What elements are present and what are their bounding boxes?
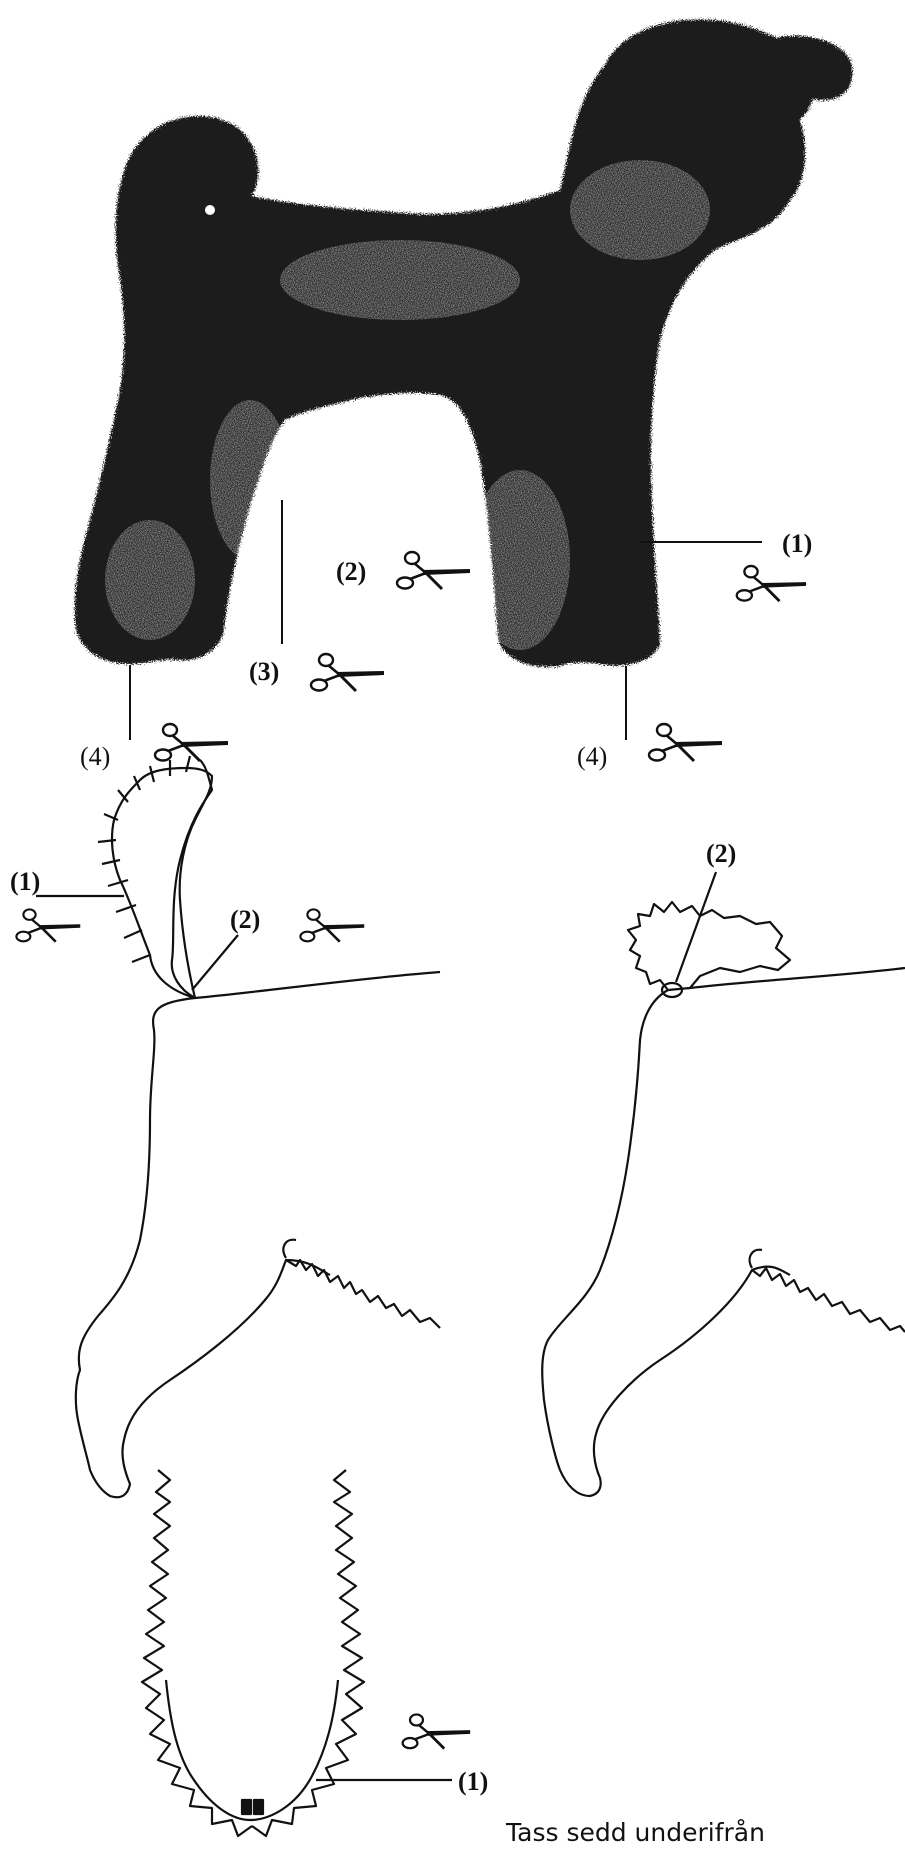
- scissors-icon: [311, 654, 384, 691]
- paw-pad: [242, 1800, 251, 1814]
- scissors-icon: [397, 552, 470, 589]
- leg-fringe-right: [752, 1268, 905, 1332]
- label-belly: (2): [336, 557, 366, 586]
- hock-angle: [283, 1240, 296, 1258]
- label-hind-leg: (3): [249, 657, 279, 686]
- label-front-leg: (1): [782, 529, 812, 558]
- scissors-icon: [403, 1714, 471, 1748]
- leg-fringe: [286, 1260, 440, 1328]
- scissors-icon: [649, 724, 722, 761]
- scissors-icon: [155, 724, 228, 761]
- tail-fringe: [98, 756, 190, 962]
- paw-diagram: [142, 1470, 452, 1836]
- tail-diagram-left: [36, 756, 440, 1497]
- paw-caption: Tass sedd underifrån: [506, 1818, 765, 1847]
- rear-outline-right: [542, 968, 905, 1496]
- scissors-icon: [300, 909, 364, 941]
- pointer-tail-base-right: [676, 872, 716, 982]
- hock-angle-right: [750, 1250, 762, 1268]
- rear-outline: [76, 760, 440, 1497]
- label-hind-paw: (4): [80, 742, 110, 771]
- paw-fringe-left: [142, 1470, 252, 1836]
- label-tail-edge: (1): [10, 867, 40, 896]
- label-tail-base-right: (2): [706, 839, 736, 868]
- tail-pom: [628, 902, 790, 990]
- dog-illustration: (1) (2) (3) (4) (4): [75, 20, 853, 771]
- dog-eye: [205, 205, 215, 215]
- scissors-icon: [737, 566, 806, 601]
- paw-pad: [254, 1800, 263, 1814]
- label-tail-base: (2): [230, 905, 260, 934]
- label-front-paw: (4): [577, 742, 607, 771]
- tail-diagram-right: [542, 872, 905, 1496]
- pointer-tail-base: [192, 935, 238, 990]
- label-paw-edge: (1): [458, 1767, 488, 1796]
- scissors-icon: [16, 909, 80, 941]
